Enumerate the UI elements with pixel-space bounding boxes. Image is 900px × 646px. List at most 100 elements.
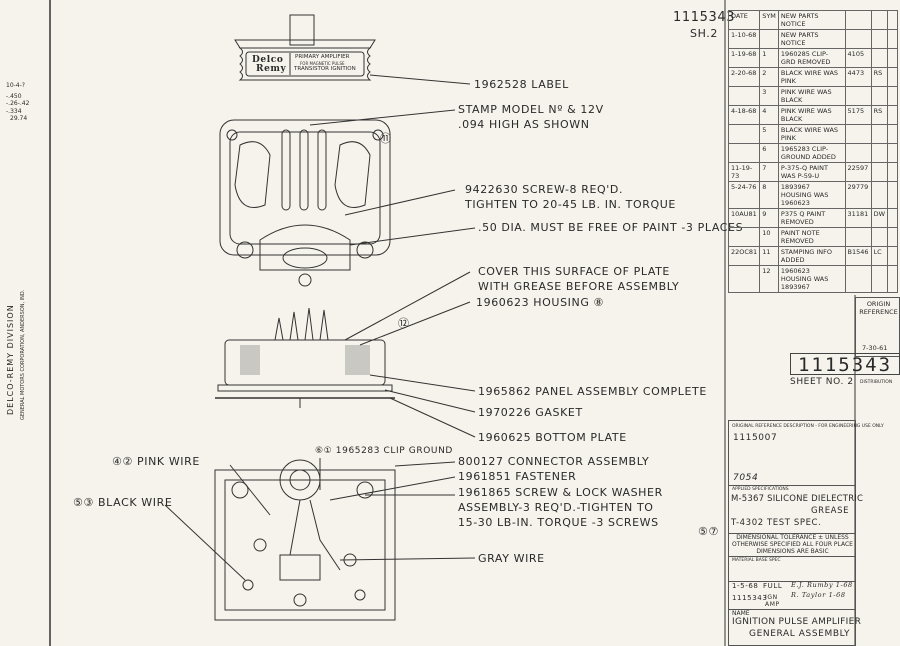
revision-row: 1-10-68 NEW PARTS NOTICE (727, 29, 898, 49)
callout-number: ⑪ (380, 132, 392, 145)
top-view-illustration (219, 119, 391, 287)
revision-cell (887, 246, 898, 266)
label-text: PRIMARY AMPLIFIER (295, 54, 350, 60)
revision-cell: 22OC81 (727, 246, 761, 266)
revision-cell (844, 124, 872, 144)
revision-cell: 4 (759, 105, 779, 125)
callout-stamp: .094 HIGH AS SHOWN (458, 118, 590, 131)
left-note: 10-4-? (6, 82, 25, 89)
callout-bottom-plate: 1960625 BOTTOM PLATE (478, 431, 627, 444)
spec-label: APPLIED SPECIFICATIONS (732, 487, 789, 492)
drawing-title: IGNITION PULSE AMPLIFIER (732, 617, 862, 627)
name-label: NAME (732, 610, 750, 617)
revision-cell (887, 86, 898, 106)
division-name: DELCO-REMY DIVISION (6, 304, 15, 415)
revision-cell: 2 (759, 67, 779, 87)
first-used: 1115343 (732, 594, 768, 602)
bottom-view-illustration (214, 459, 396, 621)
revision-cell (887, 181, 898, 209)
label-brand: Delco (252, 55, 284, 65)
revision-cell (887, 105, 898, 125)
callout-number: ⑤⑦ (698, 525, 719, 538)
revision-cell: LC (870, 246, 889, 266)
revision-cell: 7 (759, 162, 779, 182)
label-text: TRANSISTOR IGNITION (294, 66, 356, 72)
callout-connector: 800127 CONNECTOR ASSEMBLY (458, 455, 650, 468)
revision-cell (870, 124, 889, 144)
revision-cell (870, 181, 889, 209)
revision-cell: 22597 (844, 162, 872, 182)
left-note: -.334 (6, 108, 22, 115)
revision-cell: RS (870, 67, 889, 87)
ref-label: ORIGINAL REFERENCE DESCRIPTION - FOR ENG… (732, 424, 884, 429)
sheet-no-label: SHEET NO. 2 (790, 377, 854, 387)
revision-cell (887, 227, 898, 247)
revision-cell (844, 86, 872, 106)
side-section-illustration (215, 307, 395, 408)
revision-cell: 4473 (844, 67, 872, 87)
revision-cell (844, 29, 872, 49)
revision-cell (844, 143, 872, 163)
revision-cell (887, 208, 898, 228)
callout-stamp: STAMP MODEL Nº & 12V (458, 103, 604, 116)
label-text: FOR MAGNETIC PULSE (300, 61, 345, 66)
revision-cell: 1965283 CLIP-GROUND ADDED (777, 143, 846, 163)
callout-clip-ground: ⑥① 1965283 CLIP GROUND (315, 446, 453, 456)
revision-cell (844, 265, 872, 293)
scale: FULL (763, 582, 783, 590)
callout-lock-washer: ASSEMBLY-3 REQ'D.-TIGHTEN TO (458, 501, 654, 514)
revision-cell (727, 227, 761, 247)
revision-cell: 1960285 CLIP-GRD REMOVED (777, 48, 846, 68)
first-used-product: IGN AMP (765, 594, 780, 608)
revision-cell (870, 48, 889, 68)
callout-screw: TIGHTEN TO 20-45 LB. IN. TORQUE (465, 198, 676, 211)
revision-cell: 29779 (844, 181, 872, 209)
revision-cell: NEW PARTS NOTICE (777, 29, 846, 49)
callout-screw: 9422630 SCREW-8 REQ'D. (465, 183, 624, 196)
revision-cell: 31181 (844, 208, 872, 228)
revision-cell: 10AU81 (727, 208, 761, 228)
callout-dia: .50 DIA. MUST BE FREE OF PAINT -3 PLACES (478, 221, 744, 234)
revision-cell (870, 162, 889, 182)
revision-cell: P375 Q PAINT REMOVED (777, 208, 846, 228)
origin-reference-block: ORIGIN REFERENCE 7-30-61 (855, 297, 900, 357)
revision-cell: BLACK WIRE WAS PINK (777, 67, 846, 87)
revision-cell (870, 143, 889, 163)
title-block: ORIGINAL REFERENCE DESCRIPTION - FOR ENG… (728, 420, 884, 646)
revision-cell: STAMPING INFO ADDED (777, 246, 846, 266)
callout-gasket: 1970226 GASKET (478, 406, 583, 419)
revision-cell (887, 143, 898, 163)
revision-cell: B1546 (844, 246, 872, 266)
callout-cover: COVER THIS SURFACE OF PLATE (478, 265, 670, 278)
revision-cell: 2-20-68 (727, 67, 761, 87)
callout-panel: 1965862 PANEL ASSEMBLY COMPLETE (478, 385, 707, 398)
checked-signature: R. Taylor 1-68 (791, 591, 846, 599)
revision-cell (844, 227, 872, 247)
revision-cell (887, 124, 898, 144)
callout-label: 1962528 LABEL (474, 78, 569, 91)
revision-cell (887, 29, 898, 49)
left-note: -.450 (6, 93, 22, 100)
drawn-signature: E.J. Rumby 1-68 (791, 581, 853, 589)
revision-cell: PINK WIRE WAS BLACK (777, 105, 846, 125)
revision-cell (727, 143, 761, 163)
revision-cell: 3 (759, 86, 779, 106)
revision-cell: 1 (759, 48, 779, 68)
revision-cell (727, 124, 761, 144)
revision-cell (887, 67, 898, 87)
callout-cover: WITH GREASE BEFORE ASSEMBLY (478, 280, 680, 293)
date: 1-5-68 (732, 582, 759, 590)
big-drawing-number-stamp: 1115343 (790, 353, 900, 376)
revision-cell: 1960623 HOUSING WAS 1893967 (777, 265, 846, 293)
revision-cell: PINK WIRE WAS BLACK (777, 86, 846, 106)
revision-cell: 1-19-68 (727, 48, 761, 68)
revision-cell: 1-10-68 (727, 29, 761, 49)
